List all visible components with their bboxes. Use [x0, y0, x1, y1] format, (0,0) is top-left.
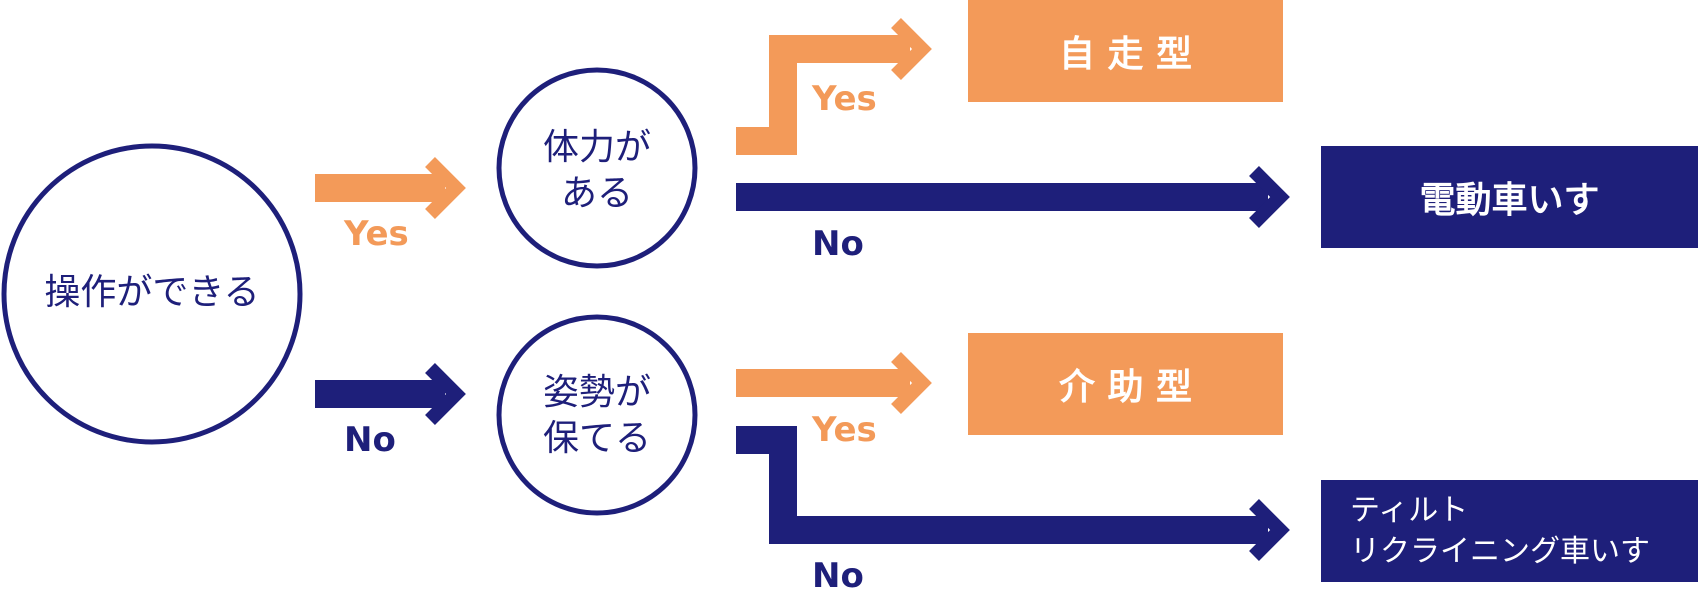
arrow-no-to-posture: [315, 363, 466, 425]
box-tilt: [1321, 480, 1698, 582]
edge-label-yes-3: Yes: [812, 410, 877, 450]
edge-label-no-1: No: [344, 420, 396, 460]
result-attendant-label: 介 助 型: [1058, 367, 1193, 408]
circle-can-operate: [1, 143, 303, 445]
node-has-stamina-label: 体力が ある: [497, 125, 697, 217]
arrow-yes-to-attendant: [736, 352, 932, 414]
node-keeps-posture-line1: 姿勢が: [542, 372, 651, 413]
arrow-yes-to-stamina: [315, 157, 466, 219]
node-has-stamina-line2: ある: [560, 173, 633, 214]
node-has-stamina-line1: 体力が: [542, 127, 651, 168]
arrow-no-to-tilt: [736, 426, 1290, 561]
box-self-propelled: [968, 0, 1283, 102]
edge-label-no-3: No: [812, 556, 864, 596]
result-tilt-label: ティルト リクライニング車いす: [1350, 490, 1695, 572]
edge-label-yes-2: Yes: [812, 79, 877, 119]
arrow-yes-to-self-propelled: [736, 18, 932, 155]
node-can-operate-label: 操作ができる: [44, 272, 260, 313]
result-tilt-line1: ティルト: [1350, 493, 1469, 528]
arrow-no-to-electric: [736, 166, 1290, 228]
box-electric: [1321, 146, 1698, 248]
result-self-propelled-label: 自 走 型: [1058, 34, 1193, 75]
box-attendant: [968, 333, 1283, 435]
result-electric-label: 電動車いす: [1419, 180, 1600, 221]
edge-label-no-2: No: [812, 224, 864, 264]
node-keeps-posture-label: 姿勢が 保てる: [497, 370, 697, 462]
edge-label-yes-1: Yes: [344, 214, 409, 254]
node-keeps-posture-line2: 保てる: [542, 418, 651, 459]
circle-has-stamina: [496, 67, 698, 269]
circle-keeps-posture: [496, 314, 698, 516]
result-tilt-line2: リクライニング車いす: [1350, 534, 1650, 569]
